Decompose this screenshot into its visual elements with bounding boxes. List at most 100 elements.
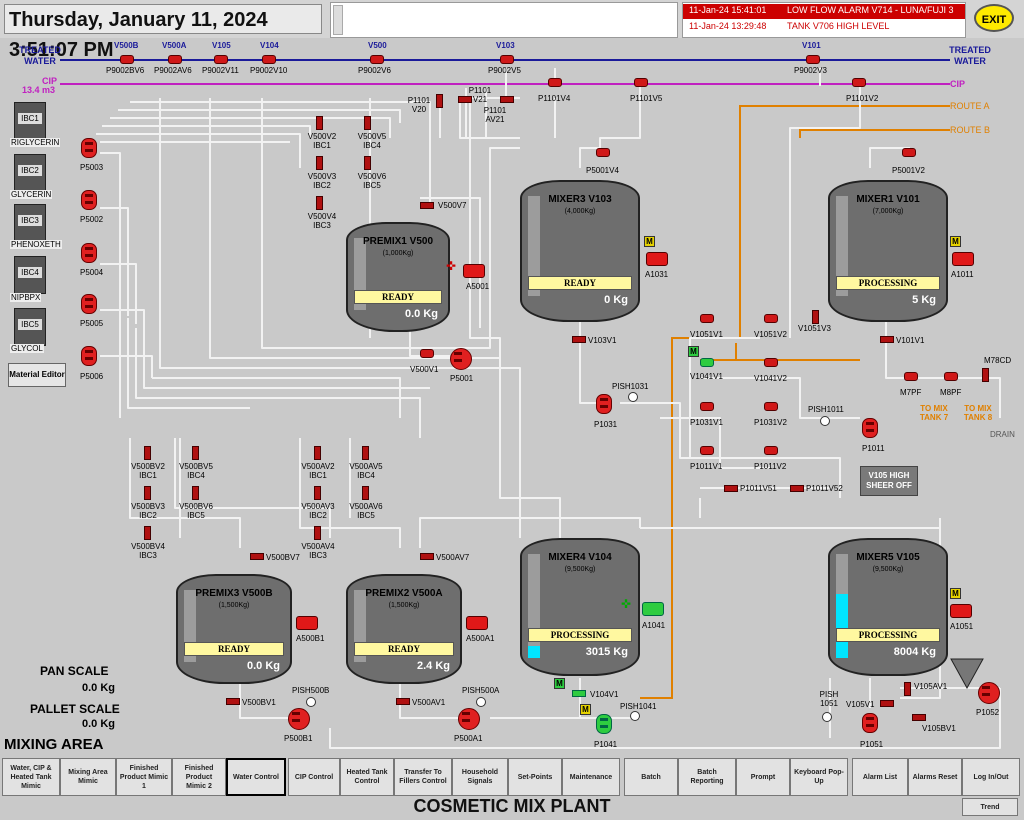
ibc-container[interactable]: IBC4 <box>14 256 46 294</box>
nav-water-cip-mimic-button[interactable]: Water, CIP & Heated Tank Mimic <box>2 758 60 796</box>
pump[interactable] <box>288 708 310 730</box>
ibc-container[interactable]: IBC5 <box>14 308 46 346</box>
valve[interactable] <box>572 336 586 343</box>
valve[interactable] <box>420 349 434 358</box>
pump[interactable] <box>862 418 878 438</box>
pump[interactable] <box>81 138 97 158</box>
nav-mixing-area-mimic-button[interactable]: Mixing Area Mimic <box>60 758 116 796</box>
nav-transfer-fillers-button[interactable]: Transfer To Fillers Control <box>394 758 452 796</box>
water-valve[interactable] <box>168 55 182 64</box>
valve[interactable] <box>724 485 738 492</box>
material-editor-button[interactable]: Material Editor <box>8 363 66 387</box>
pump[interactable] <box>81 294 97 314</box>
agitator[interactable] <box>646 252 668 266</box>
nav-keyboard-popup-button[interactable]: Keyboard Pop-Up <box>790 758 848 796</box>
premix3-tank[interactable]: PREMIX3 V500B (1,500Kg) READY 0.0 Kg <box>176 574 292 684</box>
ibc-container[interactable]: IBC2 <box>14 154 46 192</box>
water-valve[interactable] <box>120 55 134 64</box>
valve[interactable] <box>634 78 648 87</box>
valve[interactable] <box>144 446 151 460</box>
nav-water-control-button[interactable]: Water Control <box>226 758 286 796</box>
nav-prompt-button[interactable]: Prompt <box>736 758 790 796</box>
nav-alarms-reset-button[interactable]: Alarms Reset <box>908 758 962 796</box>
valve[interactable] <box>364 156 371 170</box>
valve[interactable] <box>226 698 240 705</box>
water-valve[interactable] <box>370 55 384 64</box>
mixer1-tank[interactable]: MIXER1 V101 (7,000Kg) PROCESSING 5 Kg <box>828 180 948 322</box>
valve[interactable] <box>700 314 714 323</box>
pump[interactable] <box>596 714 612 734</box>
valve[interactable] <box>192 486 199 500</box>
premix2-tank[interactable]: PREMIX2 V500A (1,500Kg) READY 2.4 Kg <box>346 574 462 684</box>
nav-batch-button[interactable]: Batch <box>624 758 678 796</box>
valve[interactable] <box>458 96 472 103</box>
valve[interactable] <box>362 446 369 460</box>
nav-household-signals-button[interactable]: Household Signals <box>452 758 508 796</box>
valve[interactable] <box>596 148 610 157</box>
nav-set-points-button[interactable]: Set-Points <box>508 758 562 796</box>
valve[interactable] <box>314 486 321 500</box>
valve[interactable] <box>764 402 778 411</box>
ibc-container[interactable]: IBC3 <box>14 204 46 242</box>
valve[interactable] <box>364 116 371 130</box>
valve[interactable] <box>982 368 989 382</box>
agitator[interactable] <box>642 602 664 616</box>
pump[interactable] <box>450 348 472 370</box>
nav-log-in-out-button[interactable]: Log In/Out <box>962 758 1020 796</box>
water-valve[interactable] <box>500 55 514 64</box>
valve[interactable] <box>572 690 586 697</box>
valve[interactable] <box>904 372 918 381</box>
valve[interactable] <box>316 116 323 130</box>
valve[interactable] <box>700 358 714 367</box>
valve[interactable] <box>790 485 804 492</box>
pump[interactable] <box>81 346 97 366</box>
agitator[interactable] <box>952 252 974 266</box>
valve[interactable] <box>852 78 866 87</box>
valve[interactable] <box>144 526 151 540</box>
valve[interactable] <box>912 714 926 721</box>
alarm-banner[interactable]: 11-Jan-24 15:41:01 LOW FLOW ALARM V714 -… <box>682 2 966 38</box>
valve[interactable] <box>764 446 778 455</box>
mixer5-tank[interactable]: MIXER5 V105 (9,500Kg) PROCESSING 8004 Kg <box>828 538 948 676</box>
agitator[interactable] <box>950 604 972 618</box>
pump[interactable] <box>81 243 97 263</box>
pump[interactable] <box>596 394 612 414</box>
valve[interactable] <box>880 336 894 343</box>
valve[interactable] <box>250 553 264 560</box>
agitator[interactable] <box>466 616 488 630</box>
trend-button[interactable]: Trend <box>962 798 1018 816</box>
valve[interactable] <box>700 402 714 411</box>
valve[interactable] <box>362 486 369 500</box>
valve[interactable] <box>764 314 778 323</box>
valve[interactable] <box>316 196 323 210</box>
nav-batch-reporting-button[interactable]: Batch Reporting <box>678 758 736 796</box>
premix1-tank[interactable]: PREMIX1 V500 (1,000Kg) READY 0.0 Kg <box>346 222 450 332</box>
nav-finished-product-1-button[interactable]: Finished Product Mimic 1 <box>116 758 172 796</box>
pump[interactable] <box>458 708 480 730</box>
water-valve[interactable] <box>806 55 820 64</box>
valve[interactable] <box>314 446 321 460</box>
valve[interactable] <box>396 698 410 705</box>
v105-shear-indicator[interactable]: V105 HIGH SHEER OFF <box>860 466 918 496</box>
valve[interactable] <box>192 446 199 460</box>
mixer3-tank[interactable]: MIXER3 V103 (4,000Kg) READY 0 Kg <box>520 180 640 322</box>
mixer4-tank[interactable]: MIXER4 V104 (9,500Kg) PROCESSING 3015 Kg <box>520 538 640 676</box>
agitator[interactable] <box>296 616 318 630</box>
nav-cip-control-button[interactable]: CIP Control <box>288 758 340 796</box>
exit-button[interactable]: EXIT <box>974 4 1014 32</box>
valve[interactable] <box>420 202 434 209</box>
valve[interactable] <box>944 372 958 381</box>
nav-finished-product-2-button[interactable]: Finished Product Mimic 2 <box>172 758 226 796</box>
nav-maintenance-button[interactable]: Maintenance <box>562 758 620 796</box>
valve[interactable] <box>500 96 514 103</box>
valve[interactable] <box>144 486 151 500</box>
message-scrollbar[interactable] <box>333 5 343 35</box>
water-valve[interactable] <box>262 55 276 64</box>
alarm-row[interactable]: 11-Jan-24 15:41:01 LOW FLOW ALARM V714 -… <box>683 4 965 19</box>
pump[interactable] <box>862 713 878 733</box>
valve[interactable] <box>548 78 562 87</box>
valve[interactable] <box>904 682 911 696</box>
valve[interactable] <box>880 700 894 707</box>
valve[interactable] <box>314 526 321 540</box>
alarm-row[interactable]: 11-Jan-24 13:29:48 TANK V706 HIGH LEVEL <box>683 20 965 35</box>
